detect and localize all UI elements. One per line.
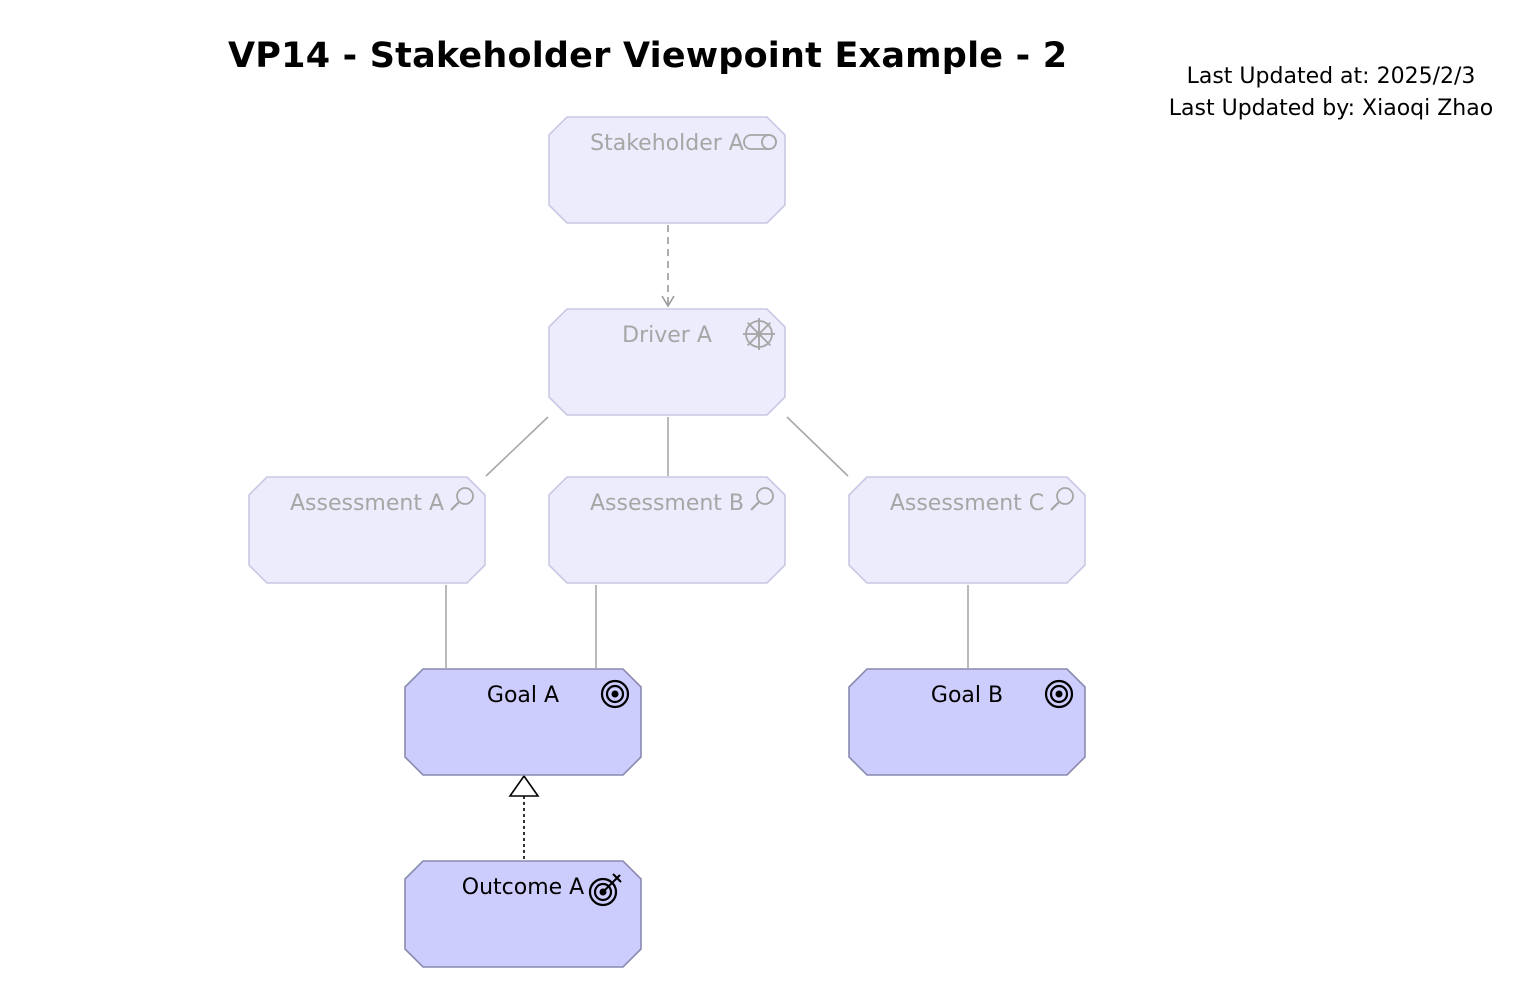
node-shape <box>848 668 1086 776</box>
node-label: Assessment A <box>290 491 444 516</box>
update-info: Last Updated at: 2025/2/3 Last Updated b… <box>1150 61 1512 125</box>
edge-influence-stakeholder-a-to-driver-a[interactable] <box>661 225 675 308</box>
realization-arrowhead <box>508 774 540 797</box>
node-shape <box>548 116 786 224</box>
node-label: Outcome A <box>462 875 584 900</box>
nodes: Stakeholder A Driver A Assessment A Assessm… <box>248 116 1086 968</box>
assessment-icon <box>450 487 474 511</box>
node-shape <box>848 476 1086 584</box>
goal-icon <box>600 679 630 709</box>
node-shape <box>404 860 642 968</box>
assessment-icon <box>750 487 774 511</box>
assessment-icon <box>1050 487 1074 511</box>
driver-icon <box>743 318 775 350</box>
influence-arrowhead <box>661 295 675 308</box>
diagram-title: VP14 - Stakeholder Viewpoint Example - 2 <box>228 36 1068 76</box>
node-label: Goal A <box>487 683 559 708</box>
node-shape <box>404 668 642 776</box>
node-assessment-a[interactable]: Assessment A <box>248 476 486 584</box>
node-shape <box>548 308 786 416</box>
node-shape <box>548 476 786 584</box>
node-goal-b[interactable]: Goal B <box>848 668 1086 776</box>
last-updated-by: Last Updated by: Xiaoqi Zhao <box>1168 96 1494 121</box>
node-label: Goal B <box>931 683 1003 708</box>
node-assessment-c[interactable]: Assessment C <box>848 476 1086 584</box>
node-label: Assessment B <box>590 491 744 516</box>
node-assessment-b[interactable]: Assessment B <box>548 476 786 584</box>
node-label: Assessment C <box>890 491 1044 516</box>
association-line <box>786 416 849 477</box>
edge-association-driver-a-to-assessment-a[interactable] <box>485 416 549 477</box>
node-outcome-a[interactable]: Outcome A <box>404 860 642 968</box>
node-label: Driver A <box>622 323 712 348</box>
node-shape <box>248 476 486 584</box>
outcome-icon <box>588 873 622 907</box>
node-goal-a[interactable]: Goal A <box>404 668 642 776</box>
edges <box>445 225 969 859</box>
node-stakeholder-a[interactable]: Stakeholder A <box>548 116 786 224</box>
edge-association-driver-a-to-assessment-c[interactable] <box>786 416 849 477</box>
node-driver-a[interactable]: Driver A <box>548 308 786 416</box>
node-label: Stakeholder A <box>590 131 744 156</box>
stakeholder-icon <box>743 134 777 150</box>
goal-icon <box>1044 679 1074 709</box>
association-line <box>485 416 549 477</box>
last-updated-at: Last Updated at: 2025/2/3 <box>1186 64 1476 89</box>
edge-realization-outcome-a-to-goal-a[interactable] <box>508 774 540 859</box>
